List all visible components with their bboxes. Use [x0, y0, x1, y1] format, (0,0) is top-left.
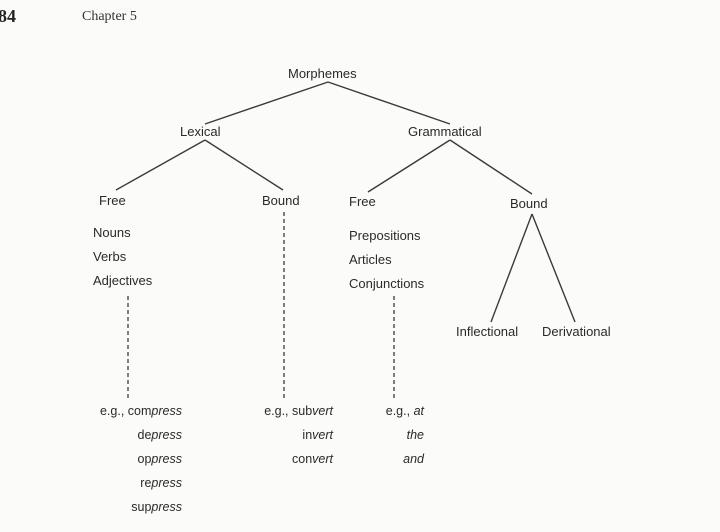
lexical-free-examples: e.g., compress depress oppress repress s… — [100, 399, 182, 519]
node-lexical-free: Free — [99, 193, 126, 208]
lexical-bound-examples: e.g., subvert invert convert — [264, 399, 333, 471]
node-morphemes: Morphemes — [288, 66, 357, 81]
list-item: Conjunctions — [349, 276, 425, 291]
chapter-title: Chapter 5 — [82, 9, 137, 24]
list-item: Nouns — [93, 225, 131, 240]
edge-bound-derivational — [531, 213, 576, 323]
example-row: invert — [302, 428, 333, 442]
node-inflectional: Inflectional — [456, 324, 519, 339]
lexical-free-list: Nouns Verbs Adjectives — [93, 221, 152, 293]
edge-grammatical-free — [367, 139, 451, 193]
edge-root-grammatical — [327, 81, 451, 125]
edge-lexical-bound — [204, 139, 284, 191]
example-row: repress — [140, 476, 182, 490]
list-item: Verbs — [93, 249, 127, 264]
list-item: Articles — [349, 252, 392, 267]
node-derivational: Derivational — [542, 324, 611, 339]
node-grammatical: Grammatical — [408, 124, 482, 139]
edge-lexical-free — [115, 139, 206, 191]
example-row: suppress — [131, 500, 182, 514]
example-row: the — [406, 428, 424, 442]
grammatical-free-list: Prepositions Articles Conjunctions — [349, 224, 424, 296]
example-row: e.g., subvert — [264, 404, 333, 418]
page-number: 84 — [0, 6, 16, 26]
edge-grammatical-bound — [449, 139, 533, 195]
example-row: convert — [292, 452, 333, 466]
example-row: oppress — [137, 452, 182, 466]
node-lexical-bound: Bound — [262, 193, 300, 208]
list-item: Prepositions — [349, 228, 421, 243]
example-row: e.g., compress — [99, 404, 182, 418]
example-row: and — [403, 452, 424, 466]
example-row: depress — [137, 428, 182, 442]
edge-root-lexical — [204, 81, 329, 125]
node-lexical: Lexical — [180, 124, 221, 139]
example-row: e.g., at — [385, 404, 424, 418]
list-item: Adjectives — [93, 273, 153, 288]
grammatical-free-examples: e.g., at the and — [386, 399, 424, 471]
node-grammatical-bound: Bound — [510, 196, 548, 211]
edge-bound-inflectional — [490, 213, 533, 323]
node-grammatical-free: Free — [349, 194, 376, 209]
